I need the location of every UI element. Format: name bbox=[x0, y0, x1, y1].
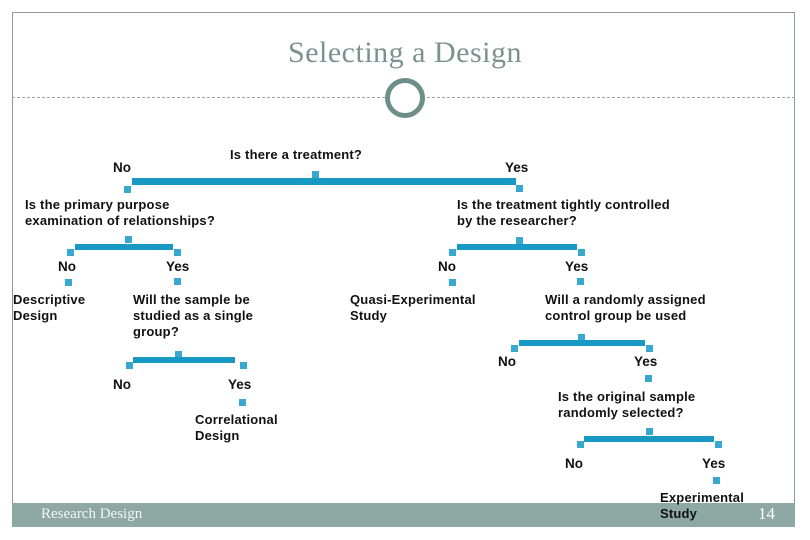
right-yes-label: Yes bbox=[565, 259, 589, 274]
node-marker bbox=[124, 186, 131, 193]
sample-no-label: No bbox=[113, 377, 131, 392]
root-yes-label: Yes bbox=[505, 160, 529, 175]
node-marker bbox=[174, 249, 181, 256]
descriptive-design-outcome: Descriptive Design bbox=[13, 292, 86, 323]
root-connector-bar bbox=[132, 178, 516, 185]
node-marker bbox=[449, 249, 456, 256]
control-yes-label: Yes bbox=[634, 354, 658, 369]
experimental-study-outcome: Experimental Study bbox=[660, 490, 745, 521]
sample-connector-bar bbox=[133, 357, 235, 363]
node-marker bbox=[449, 279, 456, 286]
original-connector-bar bbox=[584, 436, 714, 442]
left-question: Is the primary purpose examination of re… bbox=[25, 197, 215, 228]
sample-yes-label: Yes bbox=[228, 377, 252, 392]
node-marker bbox=[646, 428, 653, 435]
page-number: 14 bbox=[758, 504, 775, 523]
node-marker bbox=[67, 249, 74, 256]
footer-band bbox=[12, 503, 795, 527]
node-marker bbox=[511, 345, 518, 352]
node-marker bbox=[125, 236, 132, 243]
sample-group-question: Will the sample be studied as a single g… bbox=[133, 292, 254, 339]
node-marker bbox=[126, 362, 133, 369]
node-marker bbox=[239, 399, 246, 406]
node-marker bbox=[174, 278, 181, 285]
right-connector-bar bbox=[457, 244, 577, 250]
node-marker bbox=[645, 375, 652, 382]
node-marker bbox=[578, 334, 585, 341]
node-marker bbox=[516, 237, 523, 244]
slide-title: Selecting a Design bbox=[288, 36, 522, 69]
root-question: Is there a treatment? bbox=[230, 147, 363, 162]
original-yes-label: Yes bbox=[702, 456, 726, 471]
root-no-label: No bbox=[113, 160, 131, 175]
right-question: Is the treatment tightly controlled by t… bbox=[457, 197, 670, 228]
node-marker bbox=[175, 351, 182, 358]
control-group-question: Will a randomly assigned control group b… bbox=[545, 292, 706, 323]
node-marker bbox=[577, 278, 584, 285]
control-connector-bar bbox=[519, 340, 645, 346]
original-no-label: No bbox=[565, 456, 583, 471]
node-marker bbox=[577, 441, 584, 448]
node-marker bbox=[240, 362, 247, 369]
node-marker bbox=[312, 171, 319, 178]
node-marker bbox=[65, 279, 72, 286]
quasi-experimental-outcome: Quasi-Experimental Study bbox=[350, 292, 476, 323]
node-marker bbox=[713, 477, 720, 484]
node-marker bbox=[646, 345, 653, 352]
right-no-label: No bbox=[438, 259, 456, 274]
original-sample-question: Is the original sample randomly selected… bbox=[558, 389, 696, 420]
node-marker bbox=[516, 185, 523, 192]
left-yes-label: Yes bbox=[166, 259, 190, 274]
circle-ornament bbox=[385, 78, 425, 118]
node-marker bbox=[715, 441, 722, 448]
correlational-design-outcome: Correlational Design bbox=[195, 412, 278, 443]
node-marker bbox=[578, 249, 585, 256]
control-no-label: No bbox=[498, 354, 516, 369]
footer-title: Research Design bbox=[41, 506, 143, 522]
left-connector-bar bbox=[75, 244, 173, 250]
left-no-label: No bbox=[58, 259, 76, 274]
